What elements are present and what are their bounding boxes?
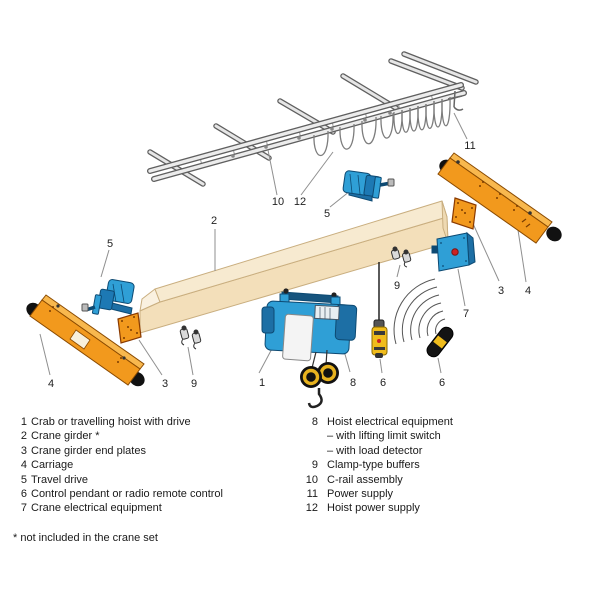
- footnote: * not included in the crane set: [13, 532, 158, 544]
- callout-3-left: 3: [162, 378, 168, 390]
- control-pendant: [371, 262, 388, 358]
- legend-item: 10 C-rail assembly: [298, 473, 453, 487]
- legend-item: – with lifting limit switch: [298, 429, 453, 443]
- legend-number: 4: [20, 459, 27, 472]
- legend-text: C-rail assembly: [327, 473, 403, 486]
- crane-girder: [139, 200, 449, 334]
- legend-text: Control pendant or radio remote control: [31, 488, 223, 501]
- legend-text: Crane electrical equipment: [31, 502, 162, 515]
- callout-labels: 1 2 3 3 4 4 5 5 6 6 7 8 9 9 10 11 12: [48, 140, 531, 390]
- legend-item: 12 Hoist power supply: [298, 501, 453, 515]
- leader-lines: [39, 112, 527, 376]
- legend-item: 8 Hoist electrical equipment: [298, 415, 453, 429]
- legend-text: Power supply: [327, 488, 394, 501]
- clamp-buffers-right: [391, 246, 412, 268]
- legend-item: – with load detector: [298, 444, 453, 458]
- legend-text: – with load detector: [327, 444, 423, 457]
- c-rail-assembly: [147, 51, 479, 187]
- radio-remote: [393, 278, 454, 358]
- callout-4-right: 4: [525, 285, 531, 297]
- callout-6-remote: 6: [439, 377, 445, 389]
- callout-6-pendant: 6: [380, 377, 386, 389]
- callout-2-girder: 2: [211, 215, 217, 227]
- legend-number: 3: [20, 444, 27, 457]
- carriage-left: [26, 294, 145, 387]
- callout-3-right: 3: [498, 285, 504, 297]
- legend-text: – with lifting limit switch: [327, 430, 441, 443]
- callout-7: 7: [463, 308, 469, 320]
- legend-number: 8: [311, 416, 318, 428]
- hook-block: [300, 362, 339, 388]
- legend-item: 11 Power supply: [298, 487, 453, 501]
- radio-waves: [393, 278, 446, 345]
- legend-item: 6 Control pendant or radio remote control: [7, 487, 223, 501]
- legend-right-column: 8 Hoist electrical equipment – with lifti…: [298, 415, 453, 516]
- end-plate-left: [117, 312, 142, 344]
- legend-text: Carriage: [31, 459, 74, 472]
- callout-1-hoist: 1: [259, 377, 265, 389]
- callout-9-left: 9: [191, 378, 197, 390]
- clamp-buffers-left: [179, 325, 202, 350]
- callout-5-left: 5: [107, 238, 113, 250]
- legend-number: 1: [20, 416, 27, 428]
- legend-number: 11: [306, 488, 318, 501]
- legend-item: 2 Crane girder *: [7, 429, 223, 443]
- callout-9-right: 9: [394, 280, 400, 292]
- travel-drive-left: [81, 279, 135, 315]
- end-plate-right: [451, 197, 477, 230]
- hoist-crab: [261, 288, 358, 409]
- legend-item: 1 Crab or travelling hoist with drive: [7, 415, 223, 429]
- legend-text: Crab or travelling hoist with drive: [31, 416, 191, 428]
- legend-number: [298, 429, 318, 443]
- legend-text: Clamp-type buffers: [327, 459, 420, 472]
- legend-text: Hoist power supply: [327, 502, 420, 515]
- crane-electrical-box: [431, 231, 476, 272]
- legend-item: 7 Crane electrical equipment: [7, 501, 223, 515]
- callout-5-top: 5: [324, 208, 330, 220]
- legend-item: 9 Clamp-type buffers: [298, 458, 453, 472]
- callout-10: 10: [272, 196, 284, 208]
- cable-trolleys: [231, 111, 392, 158]
- callout-12: 12: [294, 196, 306, 208]
- legend-text: Travel drive: [31, 473, 89, 486]
- legend-number: 2: [20, 430, 27, 443]
- power-supply-line: [388, 51, 479, 91]
- travel-drive-top: [342, 170, 395, 202]
- legend-number: 7: [20, 502, 27, 515]
- legend-number: 6: [20, 488, 27, 501]
- legend-item: 4 Carriage: [7, 458, 223, 472]
- legend-text: Crane girder end plates: [31, 444, 146, 457]
- legend-number: 9: [311, 459, 318, 472]
- legend-number: 12: [305, 502, 318, 515]
- callout-11: 11: [464, 140, 475, 152]
- callout-8: 8: [350, 377, 356, 389]
- carriage-right: [437, 152, 562, 244]
- hoist-power-festoon: [313, 96, 451, 157]
- legend-text: Hoist electrical equipment: [327, 416, 453, 428]
- legend-item: 3 Crane girder end plates: [7, 444, 223, 458]
- legend-number: 5: [20, 473, 27, 486]
- suspension-arms: [147, 73, 399, 187]
- legend-number: 10: [305, 473, 318, 486]
- legend-text: Crane girder *: [31, 430, 100, 443]
- c-rail: [147, 82, 467, 182]
- legend-number: [298, 444, 318, 458]
- callout-4-left: 4: [48, 378, 54, 390]
- legend-item: 5 Travel drive: [7, 473, 223, 487]
